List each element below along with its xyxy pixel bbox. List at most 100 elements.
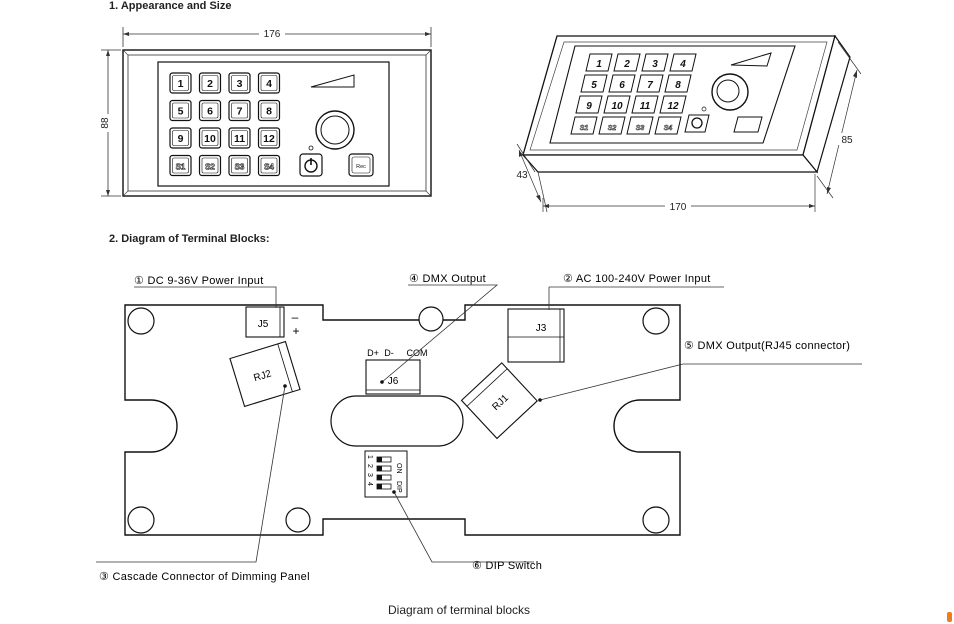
keypad-key-label: 5 bbox=[178, 106, 184, 118]
iso-width-dimension: 170 bbox=[670, 202, 687, 213]
keypad-key: 4 bbox=[257, 72, 281, 94]
iso-keypad-key-label: 5 bbox=[591, 80, 597, 91]
front-width-dimension: 176 bbox=[264, 29, 281, 40]
section-title-terminal-blocks: 2. Diagram of Terminal Blocks: bbox=[109, 233, 270, 245]
keypad-key-label: 8 bbox=[266, 106, 272, 118]
iso-keypad-key: 10 bbox=[603, 95, 631, 114]
iso-keypad-key-label: 4 bbox=[679, 59, 686, 70]
iso-keypad-key-label: 8 bbox=[675, 80, 681, 91]
keypad-key-label: 3 bbox=[237, 78, 243, 90]
dip-toggle-knob bbox=[377, 466, 382, 471]
callout-cascade-connector: ③ Cascade Connector of Dimming Panel bbox=[99, 571, 310, 583]
iso-keypad-key: S3 bbox=[626, 116, 654, 135]
rec-button: Rec bbox=[348, 153, 374, 177]
dip-on-label: ON bbox=[395, 463, 402, 474]
dip-number-label: 4 bbox=[366, 482, 373, 486]
corner-mark bbox=[947, 612, 952, 622]
keypad-key: 12 bbox=[257, 127, 281, 149]
keypad-key: 7 bbox=[228, 99, 251, 122]
keypad-key-label: 2 bbox=[207, 78, 213, 90]
dip-toggle-knob bbox=[377, 457, 382, 462]
iso-keypad-key: S4 bbox=[654, 116, 682, 135]
keypad-key: S2 bbox=[198, 154, 222, 177]
j5-label: J5 bbox=[258, 319, 269, 330]
iso-keypad-key-label: 1 bbox=[596, 59, 602, 70]
iso-keypad-key: 2 bbox=[613, 53, 641, 72]
iso-keypad-key-label: 9 bbox=[586, 101, 592, 112]
iso-keypad-key: 9 bbox=[575, 95, 603, 114]
rec-key-label: Rec bbox=[356, 164, 366, 170]
keypad-key: 3 bbox=[228, 72, 251, 94]
keypad-key: 11 bbox=[228, 127, 251, 149]
keypad-key-label: 10 bbox=[204, 133, 216, 145]
iso-depth-dimension: 43 bbox=[516, 170, 528, 181]
j6-connector: J6 bbox=[365, 359, 421, 395]
iso-keypad-key-label: S3 bbox=[636, 125, 645, 132]
keypad-key: S3 bbox=[228, 154, 251, 177]
callout-dmx-rj45-output: ⑤ DMX Output(RJ45 connector) bbox=[684, 340, 850, 352]
iso-keypad-key-label: S4 bbox=[664, 125, 673, 132]
keypad-key-label: 4 bbox=[266, 78, 272, 90]
rj2-connector: RJ2 bbox=[229, 340, 301, 408]
keypad-key-label: S2 bbox=[205, 163, 215, 172]
keypad-key-label: 12 bbox=[263, 133, 275, 145]
dip-toggle-knob bbox=[377, 484, 382, 489]
iso-keypad-key: S1 bbox=[570, 116, 598, 135]
dip-number-label: 2 bbox=[366, 464, 373, 468]
keypad-key: 9 bbox=[169, 127, 192, 149]
mounting-hole bbox=[127, 506, 155, 534]
mounting-hole bbox=[642, 506, 670, 534]
iso-keypad-key: 12 bbox=[659, 95, 687, 114]
dip-number-label: 3 bbox=[366, 473, 373, 477]
front-height-dimension: 88 bbox=[100, 117, 111, 129]
mounting-hole bbox=[285, 507, 311, 533]
power-button bbox=[299, 153, 323, 177]
minus-symbol: – bbox=[292, 310, 299, 324]
keypad-key-label: S3 bbox=[235, 163, 245, 172]
iso-keypad-key-label: 11 bbox=[640, 101, 651, 112]
dip-name-label: DIP bbox=[395, 481, 402, 493]
keypad-key: 1 bbox=[169, 72, 192, 94]
j3-connector: J3 bbox=[507, 308, 565, 363]
mounting-hole bbox=[418, 306, 444, 332]
iso-keypad-key: 6 bbox=[608, 74, 636, 93]
keypad-key-label: 1 bbox=[178, 78, 184, 90]
j6-label: J6 bbox=[388, 376, 399, 387]
iso-keypad-key-label: 12 bbox=[667, 101, 679, 112]
j3-label: J3 bbox=[536, 323, 547, 334]
keypad-key: 5 bbox=[169, 99, 192, 122]
dip-toggle-knob bbox=[377, 475, 382, 480]
keypad-key: S4 bbox=[257, 154, 281, 177]
plus-symbol: + bbox=[292, 324, 299, 338]
dip-switch: 1 2 3 4 ON DIP bbox=[364, 450, 408, 498]
central-slot bbox=[330, 395, 464, 447]
diagram-caption: Diagram of terminal blocks bbox=[388, 603, 531, 617]
iso-keypad-key: 7 bbox=[636, 74, 664, 93]
dip-number-label: 1 bbox=[366, 455, 373, 459]
iso-height-dimension: 85 bbox=[841, 135, 853, 146]
iso-keypad-key: 11 bbox=[631, 95, 659, 114]
keypad-key-label: 6 bbox=[207, 106, 213, 118]
keypad-key-label: 11 bbox=[234, 133, 245, 145]
keypad-key: 10 bbox=[198, 127, 222, 149]
callout-dip-switch: ⑥ DIP Switch bbox=[472, 560, 542, 572]
iso-keypad-key: S2 bbox=[598, 116, 626, 135]
keypad-key: 6 bbox=[198, 99, 222, 122]
section-title-appearance: 1. Appearance and Size bbox=[109, 0, 232, 12]
iso-keypad-key-label: S1 bbox=[580, 125, 589, 132]
keypad-key-label: 7 bbox=[237, 106, 243, 118]
callout-ac-power-input: ② AC 100-240V Power Input bbox=[563, 273, 711, 285]
mounting-hole bbox=[642, 307, 670, 335]
keypad-key-label: 9 bbox=[178, 133, 184, 145]
j5-connector: J5 bbox=[245, 306, 285, 338]
mounting-hole bbox=[127, 307, 155, 335]
callout-dmx-output: ④ DMX Output bbox=[409, 273, 486, 285]
iso-keypad-key: 3 bbox=[641, 53, 669, 72]
iso-keypad-key: 8 bbox=[664, 74, 692, 93]
iso-keypad-key: 4 bbox=[669, 53, 697, 72]
